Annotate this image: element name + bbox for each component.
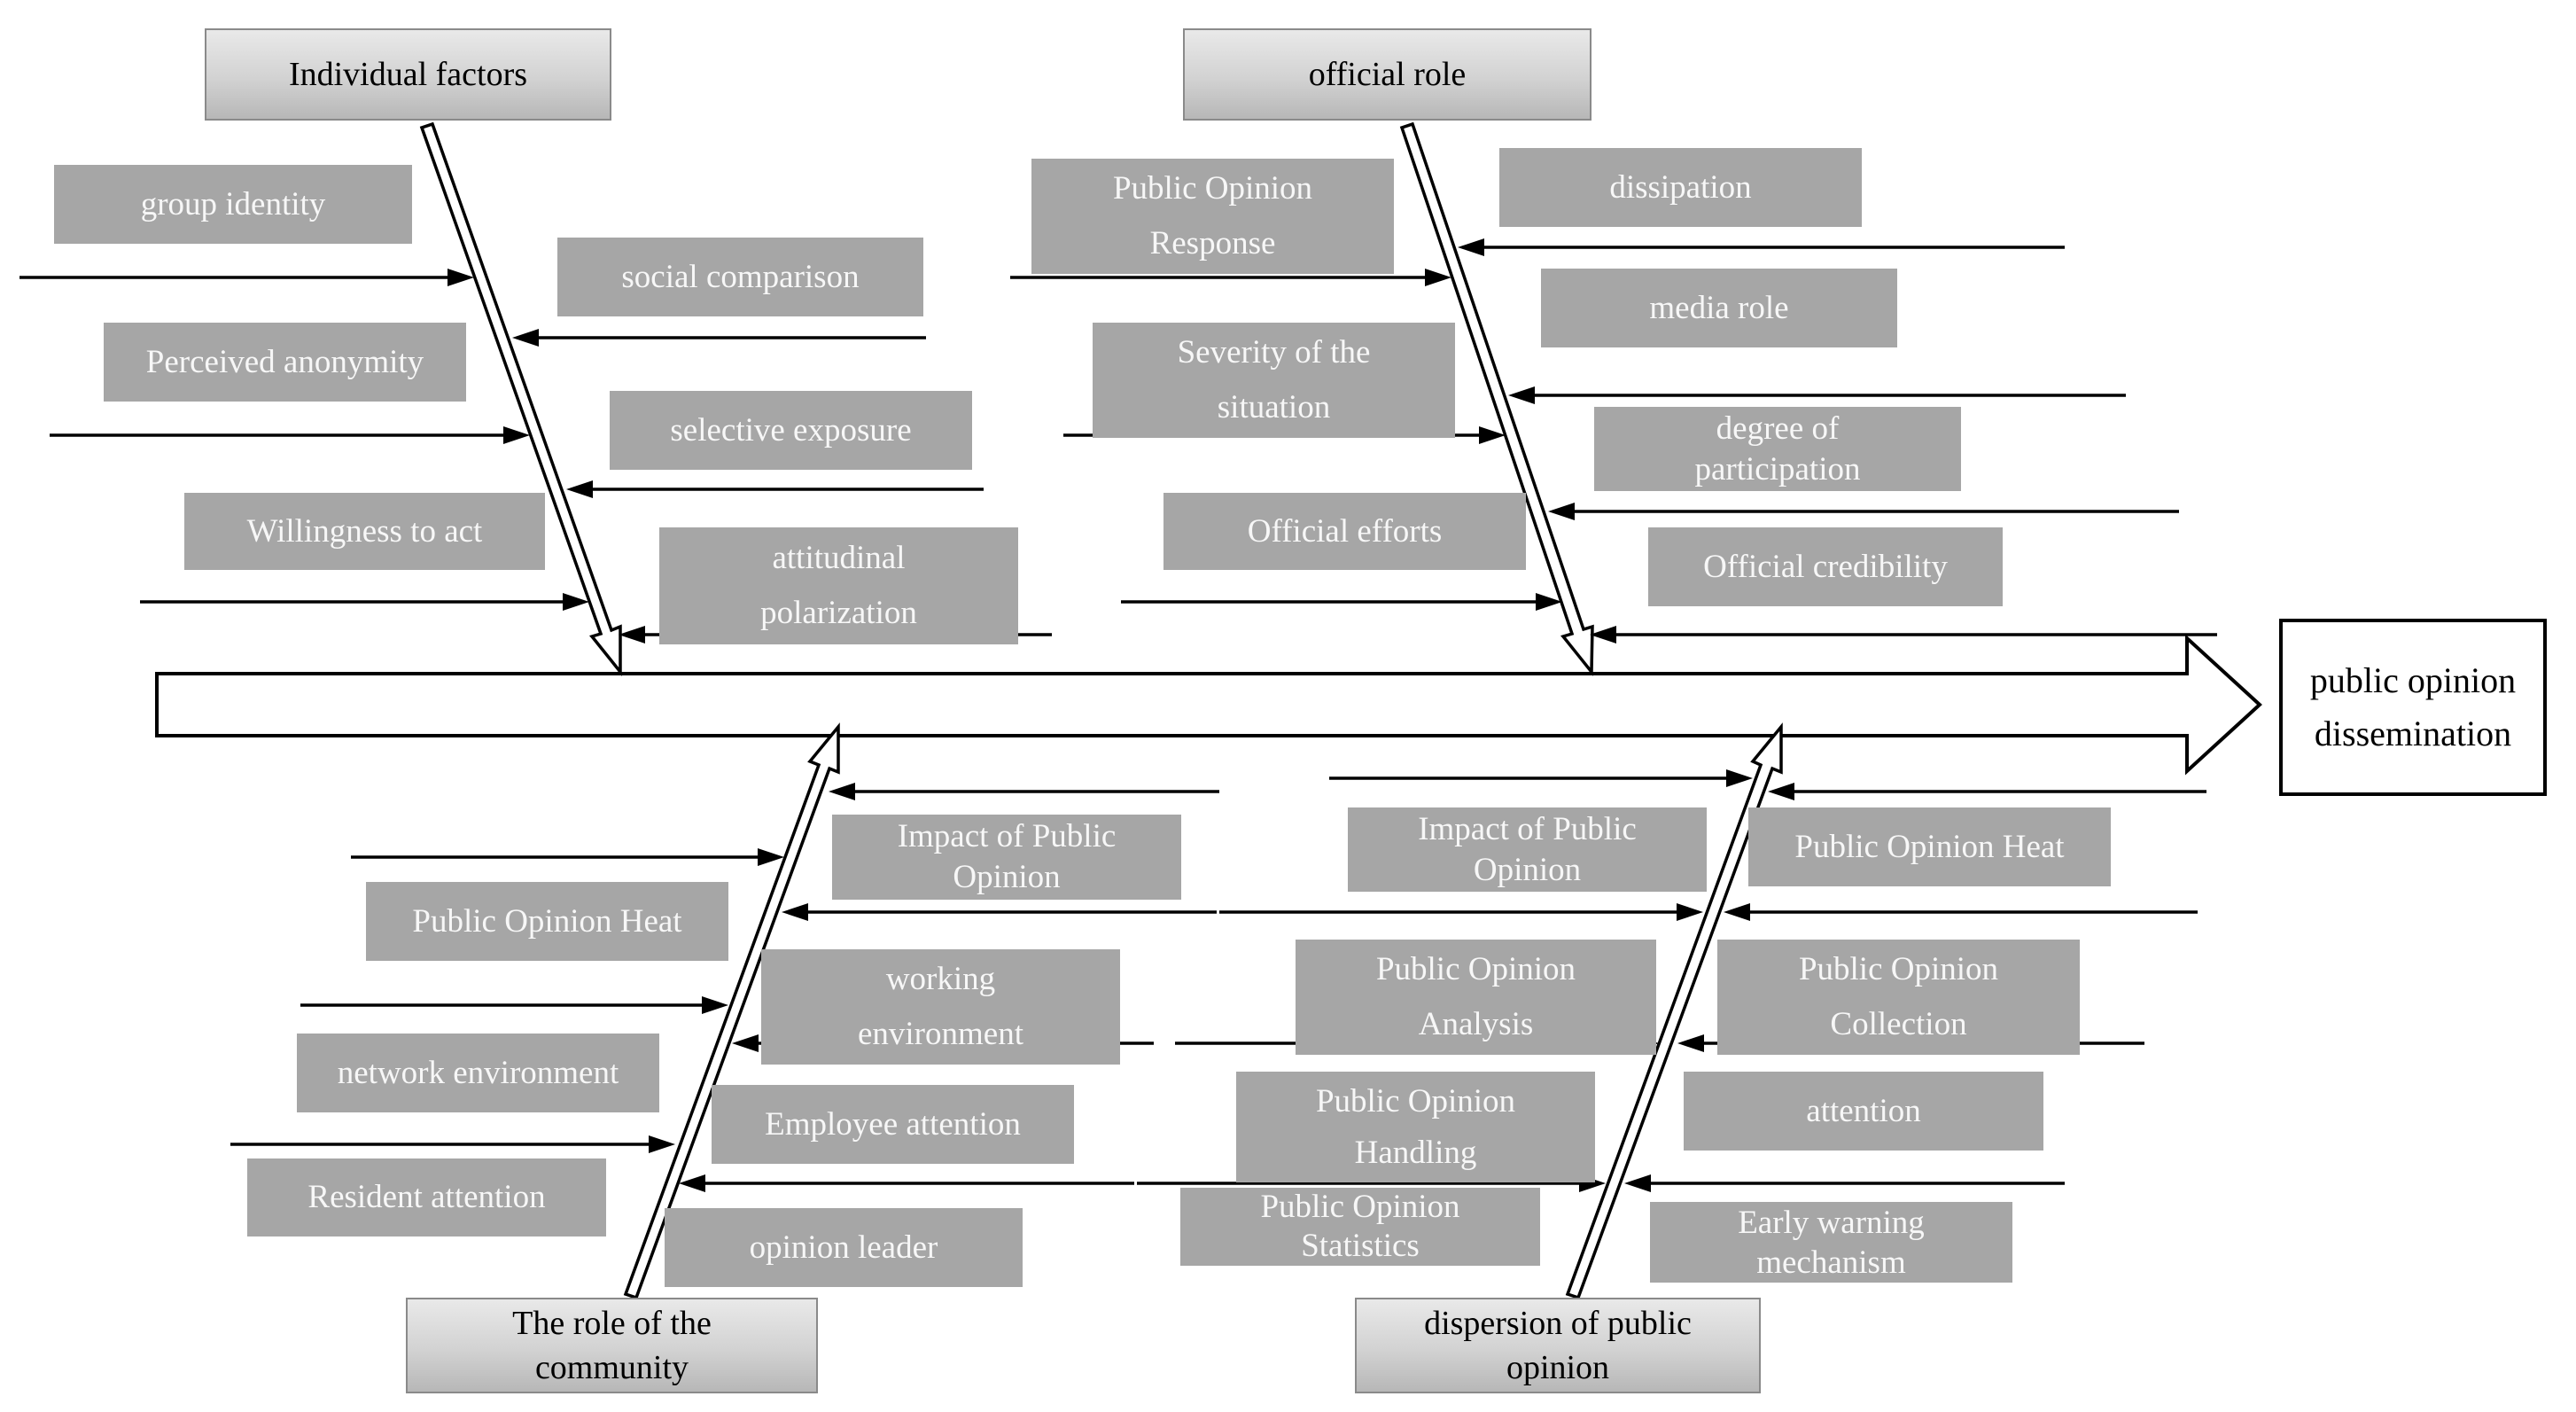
bone-individual-factors <box>419 121 622 676</box>
cause-label: Resident attention <box>307 1179 546 1215</box>
cause-box-group-identity: group identity <box>54 165 412 244</box>
cause-box-severity-of-situation: Severity of the situation <box>1093 323 1455 438</box>
cause-label: Official credibility <box>1703 548 1948 585</box>
bone-official-role <box>1399 121 1594 676</box>
cause-box-official-credibility: Official credibility <box>1648 527 2003 606</box>
branch-header-label: The role of the community <box>512 1305 712 1386</box>
cause-box-dissipation: dissipation <box>1499 148 1862 227</box>
branch-header-label: Individual factors <box>288 56 528 93</box>
cause-label: selective exposure <box>670 411 912 449</box>
cause-box-public-opinion-collection: Public Opinion Collection <box>1717 940 2080 1055</box>
result-box-public-opinion-dissemination: public opinion dissemination <box>2279 619 2547 796</box>
cause-label: Severity of the situation <box>1177 334 1371 425</box>
cause-box-impact-of-public-opinion-dispersion: Impact of Public Opinion <box>1348 807 1707 892</box>
cause-label: network environment <box>337 1054 619 1091</box>
cause-label: Impact of Public Opinion <box>1418 810 1637 888</box>
branch-header-role-of-community: The role of the community <box>406 1298 818 1393</box>
cause-box-attention: attention <box>1684 1072 2043 1151</box>
cause-label: Early warning mechanism <box>1738 1204 1925 1281</box>
cause-arrows-official-role <box>1010 238 2217 644</box>
cause-box-public-opinion-response: Public Opinion Response <box>1031 159 1394 274</box>
branch-header-dispersion: dispersion of public opinion <box>1355 1298 1761 1393</box>
cause-label: social comparison <box>621 258 860 295</box>
cause-box-selective-exposure: selective exposure <box>610 391 972 470</box>
cause-label: Official efforts <box>1247 512 1443 550</box>
cause-label: Perceived anonymity <box>145 343 424 380</box>
cause-box-public-opinion-analysis: Public Opinion Analysis <box>1296 940 1656 1055</box>
cause-label: attitudinal polarization <box>760 540 917 631</box>
branch-header-individual-factors: Individual factors <box>205 28 611 121</box>
cause-label: Impact of Public Opinion <box>897 818 1117 895</box>
cause-box-early-warning-mechanism: Early warning mechanism <box>1650 1202 2012 1283</box>
cause-label: Public Opinion Statistics <box>1260 1189 1460 1264</box>
bone-dispersion-of-public-opinion <box>1565 722 1783 1300</box>
cause-label: Public Opinion Handling <box>1315 1082 1516 1171</box>
cause-label: Public Opinion Response <box>1112 170 1313 261</box>
cause-box-impact-of-public-opinion-community: Impact of Public Opinion <box>832 815 1181 900</box>
cause-box-social-comparison: social comparison <box>557 238 923 316</box>
cause-arrows-dispersion <box>1137 769 2206 1192</box>
cause-label: Public Opinion Heat <box>1794 828 2065 865</box>
bone-role-of-community <box>623 722 840 1300</box>
cause-box-attitudinal-polarization: attitudinal polarization <box>659 527 1018 644</box>
cause-label: group identity <box>140 185 326 222</box>
spine-arrow <box>155 634 2262 776</box>
branch-header-label: dispersion of public opinion <box>1424 1305 1692 1386</box>
cause-label: working environment <box>857 961 1023 1052</box>
cause-box-employee-attention: Employee attention <box>712 1085 1074 1164</box>
cause-box-willingness-to-act: Willingness to act <box>184 493 545 570</box>
cause-box-public-opinion-heat-community: Public Opinion Heat <box>366 882 728 961</box>
cause-box-public-opinion-handling: Public Opinion Handling <box>1236 1072 1595 1182</box>
cause-label: Public Opinion Heat <box>412 902 682 940</box>
cause-label: attention <box>1806 1092 1921 1129</box>
cause-box-working-environment: working environment <box>761 949 1120 1065</box>
cause-label: Public Opinion Collection <box>1798 951 1999 1042</box>
cause-label: Public Opinion Analysis <box>1375 951 1576 1042</box>
cause-label: opinion leader <box>749 1229 938 1266</box>
cause-box-network-environment: network environment <box>297 1034 659 1112</box>
cause-box-perceived-anonymity: Perceived anonymity <box>104 323 466 402</box>
cause-box-opinion-leader: opinion leader <box>665 1208 1023 1287</box>
cause-label: Willingness to act <box>246 512 483 550</box>
cause-box-public-opinion-heat-dispersion: Public Opinion Heat <box>1748 807 2111 886</box>
cause-label: dissipation <box>1609 168 1752 206</box>
result-label: public opinion dissemination <box>2309 660 2517 753</box>
cause-box-media-role: media role <box>1541 269 1897 347</box>
branch-header-official-role: official role <box>1183 28 1592 121</box>
cause-label: media role <box>1649 289 1789 326</box>
cause-box-official-efforts: Official efforts <box>1163 493 1526 570</box>
cause-box-degree-of-participation: degree of participation <box>1594 407 1961 491</box>
cause-box-public-opinion-statistics: Public Opinion Statistics <box>1180 1188 1540 1266</box>
cause-label: Employee attention <box>765 1105 1021 1143</box>
cause-label: degree of participation <box>1694 410 1861 488</box>
branch-header-label: official role <box>1308 56 1467 93</box>
cause-box-resident-attention: Resident attention <box>247 1158 606 1236</box>
